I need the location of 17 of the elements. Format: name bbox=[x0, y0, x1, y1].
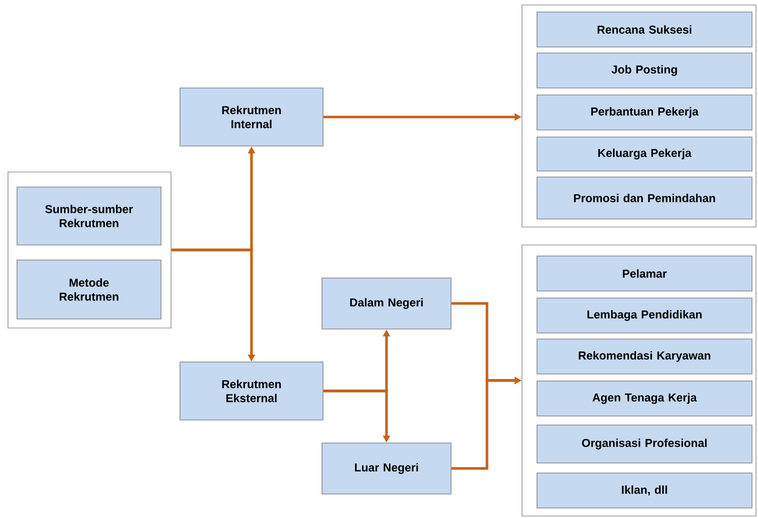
item-box: Lembaga Pendidikan bbox=[536, 298, 752, 334]
process-box: Dalam Negeri bbox=[322, 278, 452, 330]
item-box: Keluarga Pekerja bbox=[536, 136, 752, 172]
item-box: Perbantuan Pekerja bbox=[536, 94, 752, 130]
process-box: Luar Negeri bbox=[322, 442, 452, 494]
item-box: Organisasi Profesional bbox=[536, 424, 752, 464]
item-box: Agen Tenaga Kerja bbox=[536, 380, 752, 416]
item-box: Rencana Suksesi bbox=[536, 12, 752, 48]
process-box: Rekrutmen Internal bbox=[180, 88, 324, 146]
item-box: Rekomendasi Karyawan bbox=[536, 338, 752, 374]
process-box: Metode Rekrutmen bbox=[16, 260, 162, 320]
item-box: Promosi dan Pemindahan bbox=[536, 176, 752, 220]
item-box: Pelamar bbox=[536, 256, 752, 292]
process-box: Rekrutmen Eksternal bbox=[180, 362, 324, 420]
item-box: Iklan, dll bbox=[536, 472, 752, 508]
process-box: Sumber-sumber Rekrutmen bbox=[16, 186, 162, 246]
item-box: Job Posting bbox=[536, 52, 752, 88]
